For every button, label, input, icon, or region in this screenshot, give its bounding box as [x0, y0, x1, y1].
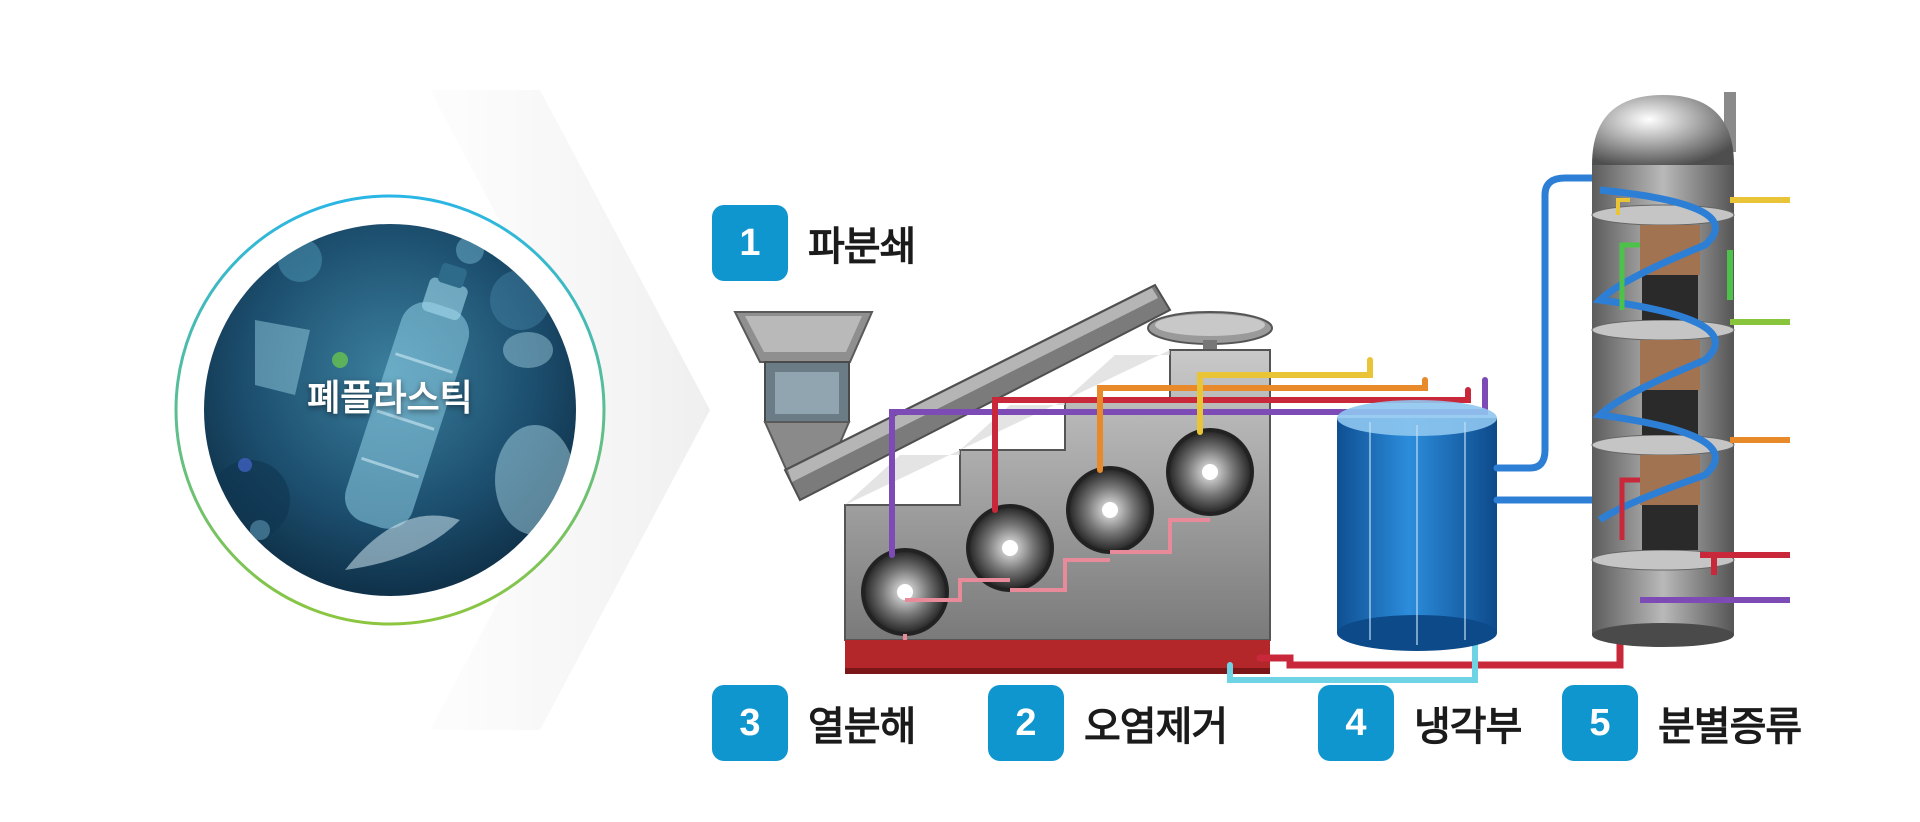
- cooling-tank: [1337, 400, 1497, 651]
- pyrolysis-stairs: [844, 349, 1271, 674]
- step-name: 파분쇄: [808, 224, 916, 270]
- cleaning-dish: [1147, 311, 1273, 370]
- step-cooling: 4 냉각부: [1318, 685, 1522, 761]
- step-number-badge: 4: [1318, 685, 1394, 761]
- output-pipes: [1640, 197, 1790, 603]
- step-decontamination: 2 오염제거: [988, 685, 1228, 761]
- step-number-badge: 1: [712, 205, 788, 281]
- step-number-badge: 2: [988, 685, 1064, 761]
- step-pyrolysis: 3 열분해: [712, 685, 916, 761]
- source-title: 폐플라스틱: [307, 378, 473, 419]
- conveyor-belt: [783, 283, 1172, 502]
- step-shredding: 1 파분쇄: [712, 205, 916, 281]
- step-number-badge: 5: [1562, 685, 1638, 761]
- step-name: 냉각부: [1414, 704, 1522, 750]
- step-number-badge: 3: [712, 685, 788, 761]
- step-name: 열분해: [808, 704, 916, 750]
- step-name: 오염제거: [1084, 704, 1228, 750]
- vapor-pipes: [1493, 174, 1609, 504]
- step-name: 분별증류: [1658, 704, 1802, 750]
- flow-arrow-shape: [430, 90, 710, 730]
- plastic-waste-image: [174, 194, 606, 626]
- step-fractional-distillation: 5 분별증류: [1562, 685, 1802, 761]
